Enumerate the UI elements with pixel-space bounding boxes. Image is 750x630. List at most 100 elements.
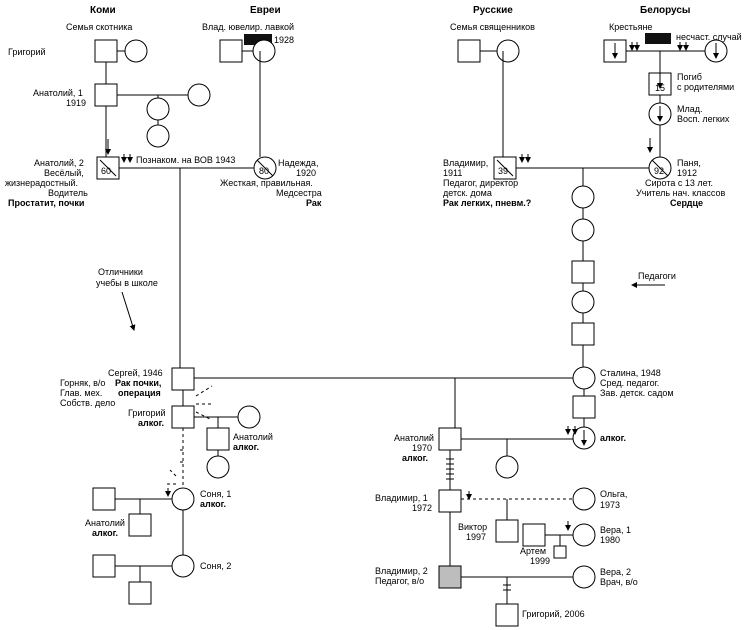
panya-age: 92 — [654, 166, 664, 176]
vladimir1-square — [438, 489, 462, 513]
vladimir-label-c: Педагог, директор — [443, 178, 518, 188]
vladimir-label-d: детск. дома — [443, 188, 492, 198]
vera2-label-b: Врач, в/о — [600, 577, 638, 587]
panya-label-d: Учитель нач. классов — [636, 188, 725, 198]
group-belorusy: Белорусы — [640, 5, 690, 16]
anatoly1-wife-circle — [187, 83, 211, 107]
stalina-label-a: Сталина, 1948 — [600, 368, 661, 378]
sergey-label-e: Глав. мех. — [60, 388, 102, 398]
anatoly2-age: 60 — [101, 166, 111, 176]
olga-label-b: 1973 — [600, 500, 620, 510]
grigory2-label-b: алког. — [138, 418, 164, 428]
nadezhda-label-a: Надежда, — [278, 158, 318, 168]
komi-child-circle-1 — [146, 97, 170, 121]
teacher-chain-square-1 — [571, 260, 595, 284]
stalina-label-c: Зав. детск. садом — [600, 388, 674, 398]
panya-label-e: Сердце — [670, 198, 703, 208]
note-infant-2: Восп. легких — [677, 114, 730, 124]
vladimir-deceased-mark — [496, 159, 514, 177]
sergey-label-f: Собств. дело — [60, 398, 115, 408]
note-komi-family: Семья скотника — [66, 22, 132, 32]
teacher-chain-circle-2 — [571, 218, 595, 242]
grigory2-square — [171, 405, 195, 429]
jeweler-year: 1928 — [274, 35, 294, 45]
anatoly1-label-a: Анатолий, 1 — [33, 88, 83, 98]
priest-wife-circle — [496, 39, 520, 63]
viktor-label-b: 1997 — [466, 532, 486, 542]
grigory2-label-a: Григорий — [128, 408, 166, 418]
anatoly3-label-b: алког. — [233, 442, 259, 452]
group-russkie: Русские — [473, 5, 513, 16]
sonya2-circle — [171, 554, 195, 578]
stalina-child-square — [572, 395, 596, 419]
anatoly2-label-b: Весёлый, — [44, 168, 84, 178]
note-excellent-1: Отличники — [98, 267, 143, 277]
sergey-square — [171, 367, 195, 391]
panya-label-a: Паня, — [677, 158, 701, 168]
nadezhda-label-c: Жесткая, правильная. — [220, 178, 313, 188]
vera1-label-a: Вера, 1 — [600, 525, 631, 535]
anatoly5-label-b: 1970 — [412, 443, 432, 453]
anatoly4-label-a: Анатолий — [85, 518, 125, 528]
anatoly5-square — [438, 427, 462, 451]
teacher-chain-circle-1 — [571, 185, 595, 209]
note-teachers: Педагоги — [638, 271, 676, 281]
anatoly2-label-c: жизнерадостный. — [5, 178, 78, 188]
teacher-chain-square-2 — [571, 322, 595, 346]
vladimir-age: 39 — [498, 166, 508, 176]
jeweler-square — [219, 39, 243, 63]
grigory3-label: Григорий, 2006 — [522, 609, 585, 619]
anatoly2-deceased-mark — [99, 159, 117, 177]
vera1-label-b: 1980 — [600, 535, 620, 545]
group-evrei: Евреи — [250, 5, 281, 16]
anatoly4-label-b: алког. — [92, 528, 118, 538]
anatoly2-label-d: Водитель — [48, 188, 88, 198]
nadezhda-label-d: Медсестра — [276, 188, 322, 198]
jeweler-black-box — [244, 34, 272, 45]
artem-label-b: 1999 — [530, 556, 550, 566]
anatoly2-label-a: Анатолий, 2 — [34, 158, 84, 168]
sergey-label-b: Рак почки, — [115, 378, 161, 388]
note-met-war: Познаком. на ВОВ 1943 — [136, 155, 235, 165]
note-priests: Семья священников — [450, 22, 535, 32]
anatoly2-label-e: Простатит, почки — [8, 198, 84, 208]
viktor-square — [495, 519, 519, 543]
anatoly1-label-b: 1919 — [66, 98, 86, 108]
grigory3-square — [495, 603, 519, 627]
note-peasants: Крестьяне — [609, 22, 652, 32]
peasant-black-box — [645, 33, 671, 44]
vladimir1-label-b: 1972 — [412, 503, 432, 513]
viktor-label-a: Виктор — [458, 522, 487, 532]
stalina-label-b: Сред. педагог. — [600, 378, 659, 388]
note-excellent-2: учебы в школе — [96, 278, 158, 288]
artem-father-square — [522, 523, 546, 547]
sergey-label-c: операция — [118, 388, 161, 398]
sonya2-child-square — [128, 581, 152, 605]
teacher-chain-circle-3 — [571, 290, 595, 314]
grigory1-label: Григорий — [8, 47, 46, 57]
grigory2-wife-circle — [237, 405, 261, 429]
olga-label-a: Ольга, — [600, 489, 627, 499]
vladimir1-label-a: Владимир, 1 — [375, 493, 428, 503]
sergey-label-d: Горняк, в/о — [60, 378, 105, 388]
jeweler-wife-circle — [252, 39, 276, 63]
nadezhda-deceased-mark — [256, 159, 274, 177]
vladimir-label-a: Владимир, — [443, 158, 488, 168]
note-perished-1: Погиб — [677, 72, 702, 82]
anatoly1-square — [94, 83, 118, 107]
anatoly5-label-a: Анатолий — [394, 433, 434, 443]
komi-child-circle-2 — [146, 124, 170, 148]
anatoly3-label-a: Анатолий — [233, 432, 273, 442]
sonya1-label-b: алког. — [200, 499, 226, 509]
komi-wife-circle — [124, 39, 148, 63]
sonya1-label-a: Соня, 1 — [200, 489, 231, 499]
sonya1-circle — [171, 487, 195, 511]
priest-square — [457, 39, 481, 63]
nadezhda-age: 80 — [259, 166, 269, 176]
artem-square — [553, 545, 567, 559]
nadezhda-label-b: 1920 — [296, 168, 316, 178]
note-infant-1: Млад. — [677, 104, 703, 114]
vera1-circle — [572, 523, 596, 547]
vladimir-label-b: 1911 — [443, 168, 462, 178]
